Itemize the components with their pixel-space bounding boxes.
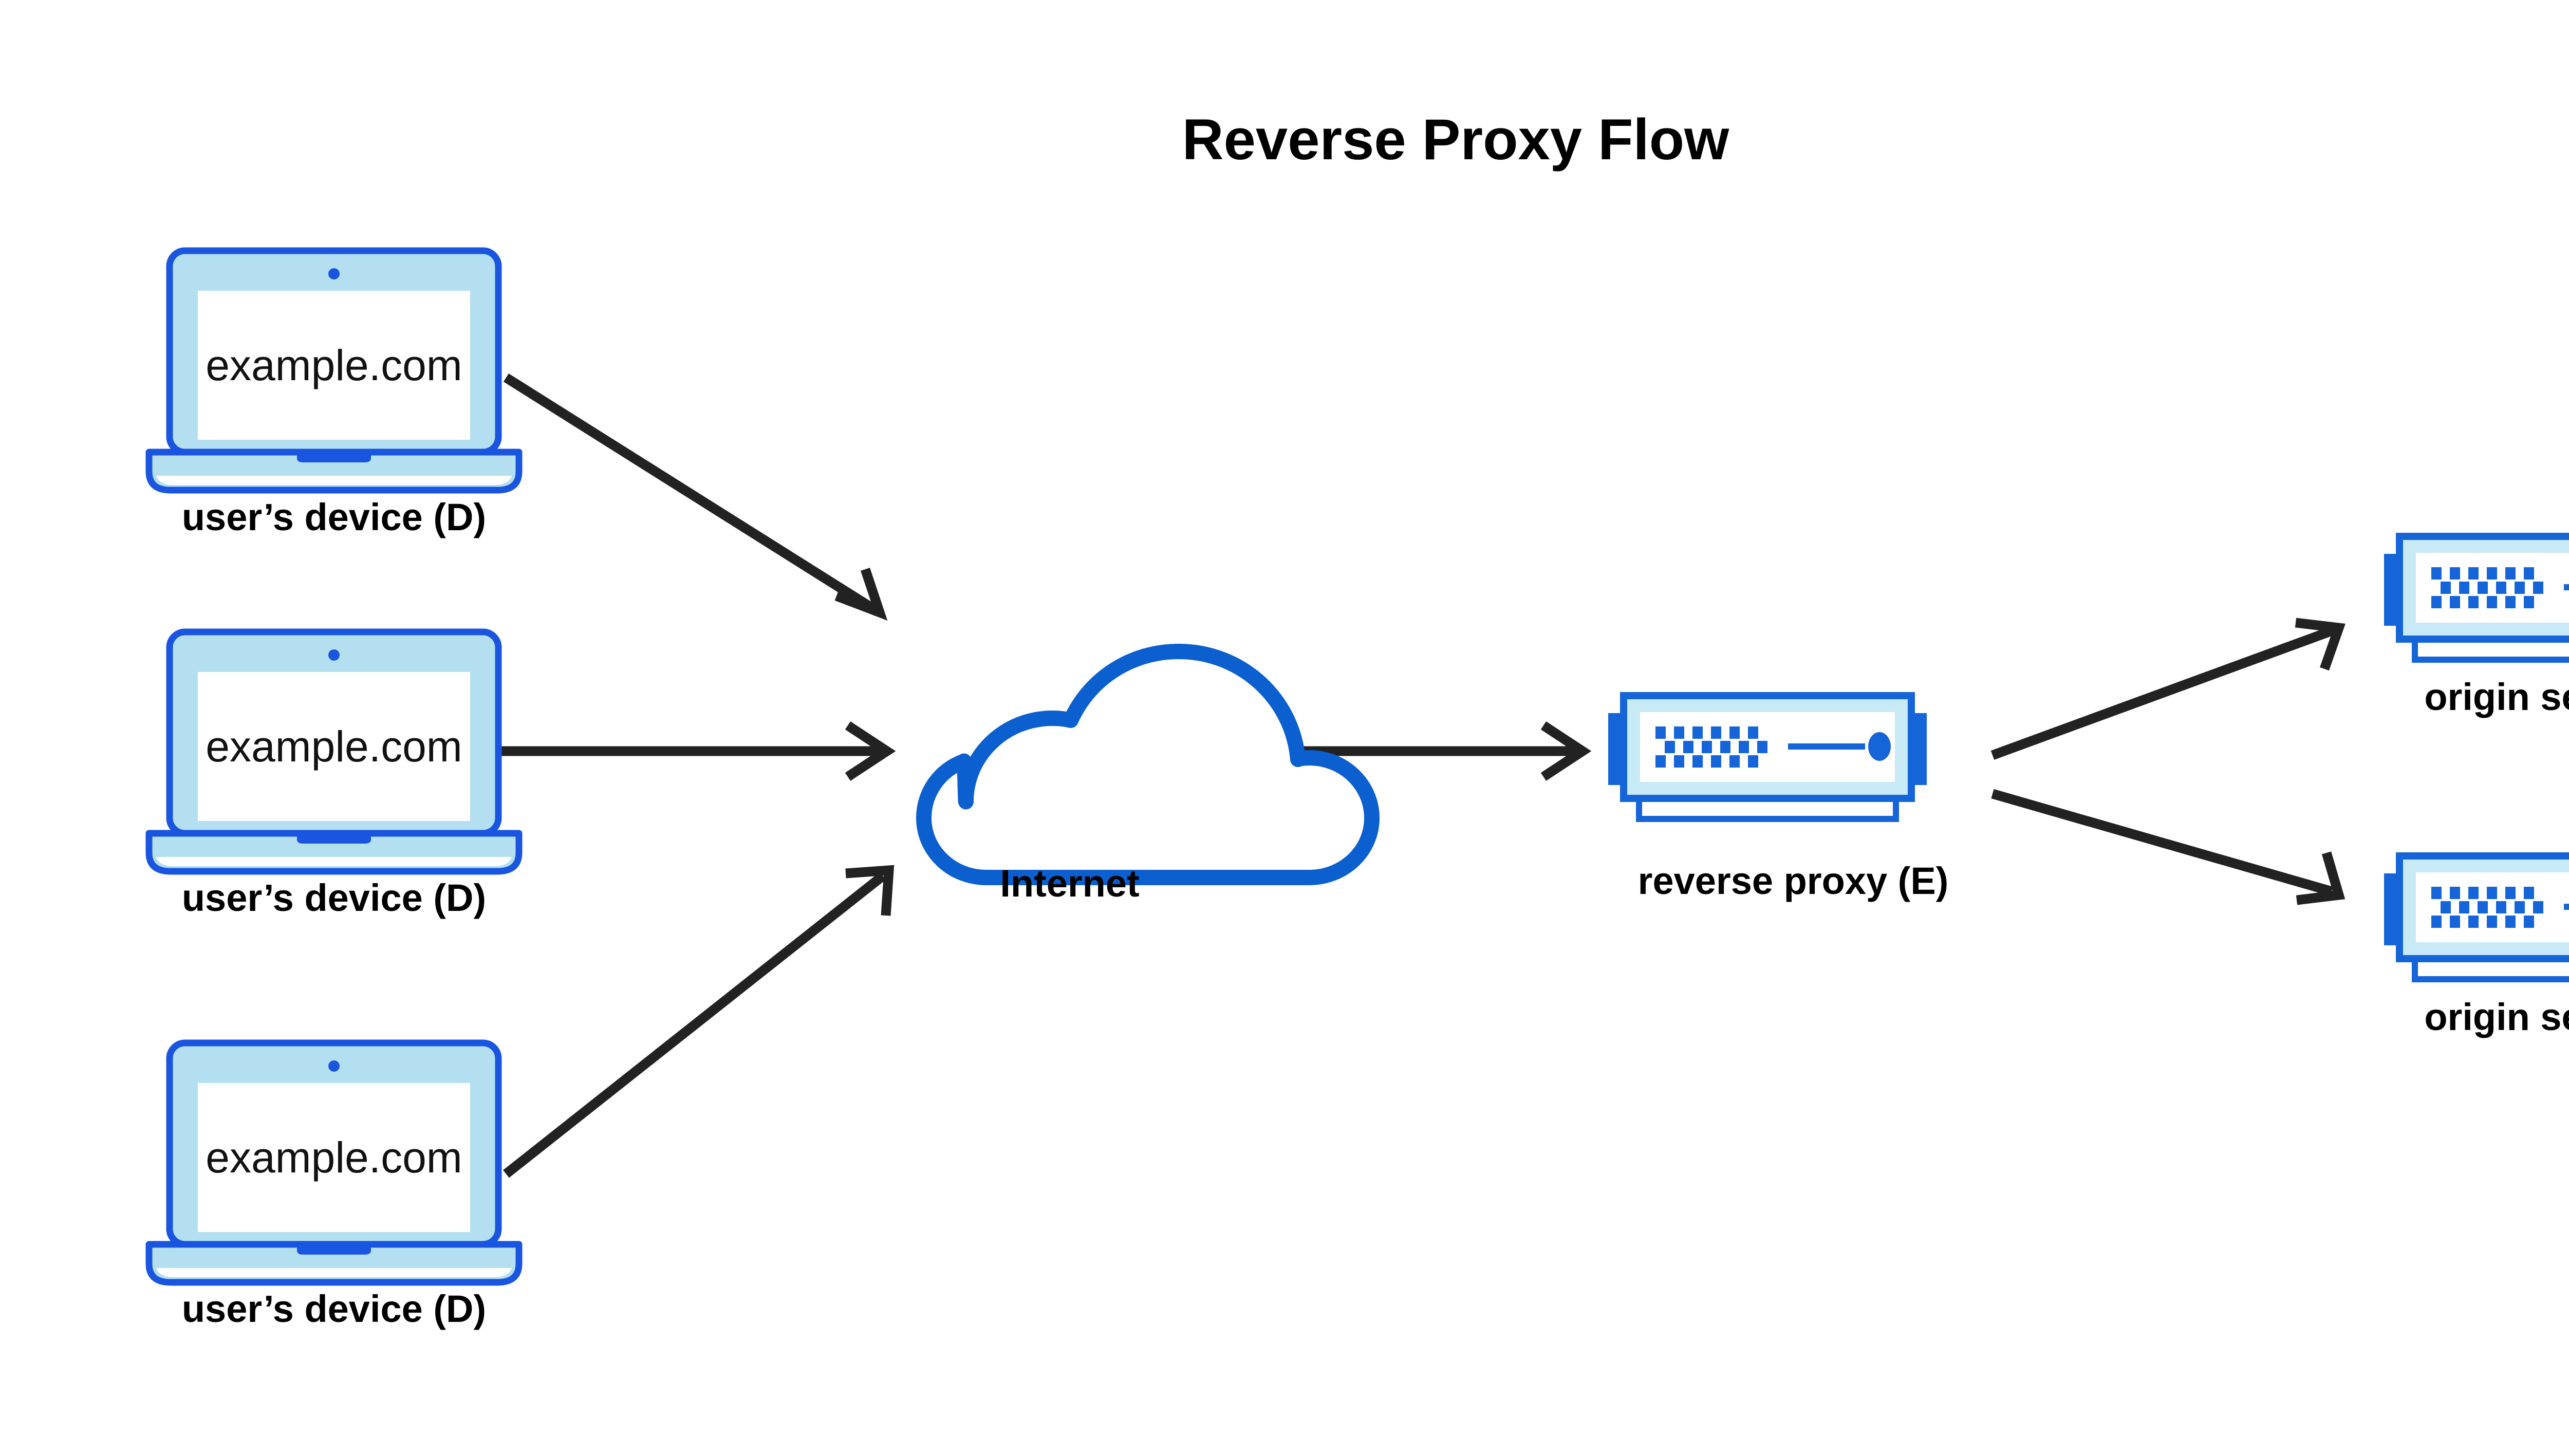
node-label-client-middle: user’s device (D) xyxy=(182,876,486,919)
edge-group xyxy=(501,373,2345,1178)
client-screen-text: example.com xyxy=(206,341,462,389)
client-screen-text: example.com xyxy=(206,722,462,771)
edge-client-bottom-to-internet xyxy=(503,865,895,1178)
edge-client-top-to-internet xyxy=(503,373,888,621)
edge-proxy-to-origin-top xyxy=(1990,618,2345,760)
node-label-internet: Internet xyxy=(1000,862,1139,905)
node-client-bottom[interactable]: example.com user’s device (D) xyxy=(149,1043,519,1330)
node-internet[interactable]: Internet xyxy=(924,651,1372,905)
node-client-middle[interactable]: example.com user’s device (D) xyxy=(149,632,519,919)
server-icon xyxy=(2384,856,2569,979)
node-label-client-top: user’s device (D) xyxy=(182,496,486,538)
client-screen-text: example.com xyxy=(206,1133,462,1182)
node-label-origin-top: origin server (F) xyxy=(2424,676,2569,718)
node-label-origin-bottom: origin server (F) xyxy=(2424,996,2569,1038)
cloud-icon xyxy=(924,651,1372,878)
server-icon xyxy=(2384,536,2569,660)
node-label-reverse-proxy: reverse proxy (E) xyxy=(1638,860,1949,902)
page-title: Reverse Proxy Flow xyxy=(1182,107,1729,172)
node-label-client-bottom: user’s device (D) xyxy=(182,1287,486,1330)
edge-client-middle-to-internet xyxy=(501,721,896,781)
server-icon xyxy=(1608,696,1927,819)
node-origin-bottom[interactable]: origin server (F) xyxy=(2384,856,2569,1038)
node-client-top[interactable]: example.com user’s device (D) xyxy=(149,251,519,538)
node-reverse-proxy[interactable]: reverse proxy (E) xyxy=(1608,696,1948,902)
edge-proxy-to-origin-bottom xyxy=(1991,789,2345,905)
node-origin-top[interactable]: origin server (F) xyxy=(2384,536,2569,718)
